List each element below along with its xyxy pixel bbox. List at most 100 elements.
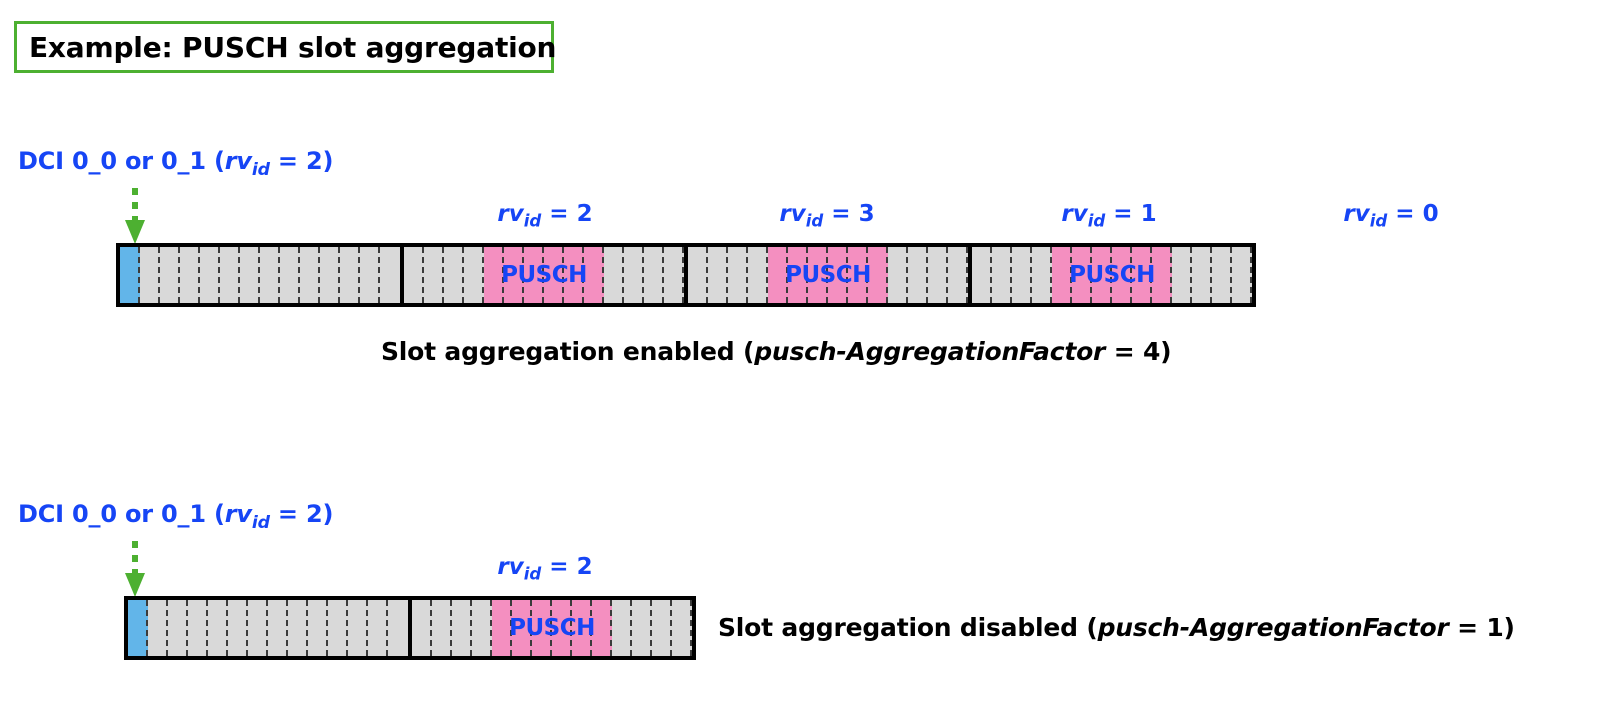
pusch-cell [552, 600, 572, 656]
symbol-cell [748, 247, 768, 303]
dci-label-suffix: = 2) [269, 147, 334, 175]
pusch-cell [808, 247, 828, 303]
rv-annotation-slot-1: rvid = 2 [497, 201, 592, 231]
pusch-cell [564, 247, 584, 303]
caption-suffix: = 4) [1105, 337, 1172, 366]
caption-aggregation-disabled: Slot aggregation disabled (pusch-Aggrega… [718, 613, 1515, 642]
rv-symbol: rv [497, 201, 524, 227]
symbol-cell [664, 247, 684, 303]
slot-2[interactable]: PUSCH [412, 600, 692, 656]
caption-param: pusch-AggregationFactor [1097, 613, 1449, 642]
dci-rv-symbol: rv [224, 500, 252, 528]
symbol-cell [320, 247, 340, 303]
slot-1[interactable] [128, 600, 412, 656]
slot-bar-aggregation-disabled: PUSCH [124, 596, 696, 660]
pusch-cell [1092, 247, 1112, 303]
symbol-cell [908, 247, 928, 303]
pusch-cell [492, 600, 512, 656]
pusch-cell [524, 247, 544, 303]
title-box: Example: PUSCH slot aggregation [14, 21, 556, 73]
pusch-cell [484, 247, 504, 303]
symbol-cell [444, 247, 464, 303]
symbol-cell [948, 247, 968, 303]
slot-2[interactable]: PUSCH [404, 247, 688, 303]
symbol-cell [160, 247, 180, 303]
rv-annotation-slot-2: rvid = 3 [779, 201, 874, 231]
pusch-cell [768, 247, 788, 303]
symbol-cell [168, 600, 188, 656]
symbol-cell [1192, 247, 1212, 303]
symbol-cell [644, 247, 664, 303]
symbol-cell [248, 600, 268, 656]
symbol-cell [672, 600, 692, 656]
symbol-cell [412, 600, 432, 656]
symbol-cell [404, 247, 424, 303]
symbol-cell [300, 247, 320, 303]
symbol-cell [688, 247, 708, 303]
symbol-cell [992, 247, 1012, 303]
symbol-cell [380, 247, 400, 303]
pusch-cell [592, 600, 612, 656]
rv-symbol: rv [1343, 201, 1370, 227]
symbol-cell [652, 600, 672, 656]
pusch-cell [848, 247, 868, 303]
dci-arrow-top-icon [124, 188, 146, 246]
symbol-cell [140, 247, 160, 303]
symbol-cell [288, 600, 308, 656]
rv-value: = 0 [1387, 201, 1439, 227]
symbol-cell [632, 600, 652, 656]
slot-3[interactable]: PUSCH [688, 247, 972, 303]
symbol-cell [228, 600, 248, 656]
rv-annotation-slot-4: rvid = 0 [1343, 201, 1438, 231]
symbol-cell [200, 247, 220, 303]
caption-prefix: Slot aggregation disabled ( [718, 613, 1098, 642]
symbol-cell [472, 600, 492, 656]
caption-aggregation-enabled: Slot aggregation enabled (pusch-Aggregat… [381, 337, 1172, 366]
symbol-cell [240, 247, 260, 303]
symbol-cell [728, 247, 748, 303]
symbol-cell [928, 247, 948, 303]
pusch-cell [828, 247, 848, 303]
dci-label-prefix: DCI 0_0 or 0_1 ( [18, 500, 225, 528]
symbol-cell [360, 247, 380, 303]
symbol-cell [888, 247, 908, 303]
rv-subscript: id [523, 564, 542, 584]
pusch-cell [788, 247, 808, 303]
rv-value: = 3 [823, 201, 875, 227]
pusch-cell [504, 247, 524, 303]
pusch-cell [868, 247, 888, 303]
symbol-cell [1032, 247, 1052, 303]
dci-cell [128, 600, 148, 656]
symbol-cell [624, 247, 644, 303]
pusch-cell [572, 600, 592, 656]
symbol-cell [972, 247, 992, 303]
pusch-cell [1112, 247, 1132, 303]
dci-arrow-bottom-icon [124, 541, 146, 599]
symbol-cell [148, 600, 168, 656]
slot-1[interactable] [120, 247, 404, 303]
symbol-cell [268, 600, 288, 656]
pusch-cell [512, 600, 532, 656]
symbol-cell [1012, 247, 1032, 303]
symbol-cell [1172, 247, 1192, 303]
dci-rv-subscript: id [251, 159, 270, 180]
pusch-cell [532, 600, 552, 656]
caption-param: pusch-AggregationFactor [754, 337, 1106, 366]
rv-symbol: rv [1061, 201, 1088, 227]
symbol-cell [452, 600, 472, 656]
pusch-cell [1132, 247, 1152, 303]
symbol-cell [260, 247, 280, 303]
dci-rv-subscript: id [251, 512, 270, 533]
slot-4[interactable]: PUSCH [972, 247, 1252, 303]
symbol-cell [424, 247, 444, 303]
symbol-cell [340, 247, 360, 303]
symbol-cell [604, 247, 624, 303]
pusch-cell [1052, 247, 1072, 303]
symbol-cell [348, 600, 368, 656]
rv-annotation-slot-3: rvid = 1 [1061, 201, 1156, 231]
symbol-cell [708, 247, 728, 303]
symbol-cell [464, 247, 484, 303]
rv-subscript: id [1087, 211, 1106, 231]
pusch-cell [1072, 247, 1092, 303]
